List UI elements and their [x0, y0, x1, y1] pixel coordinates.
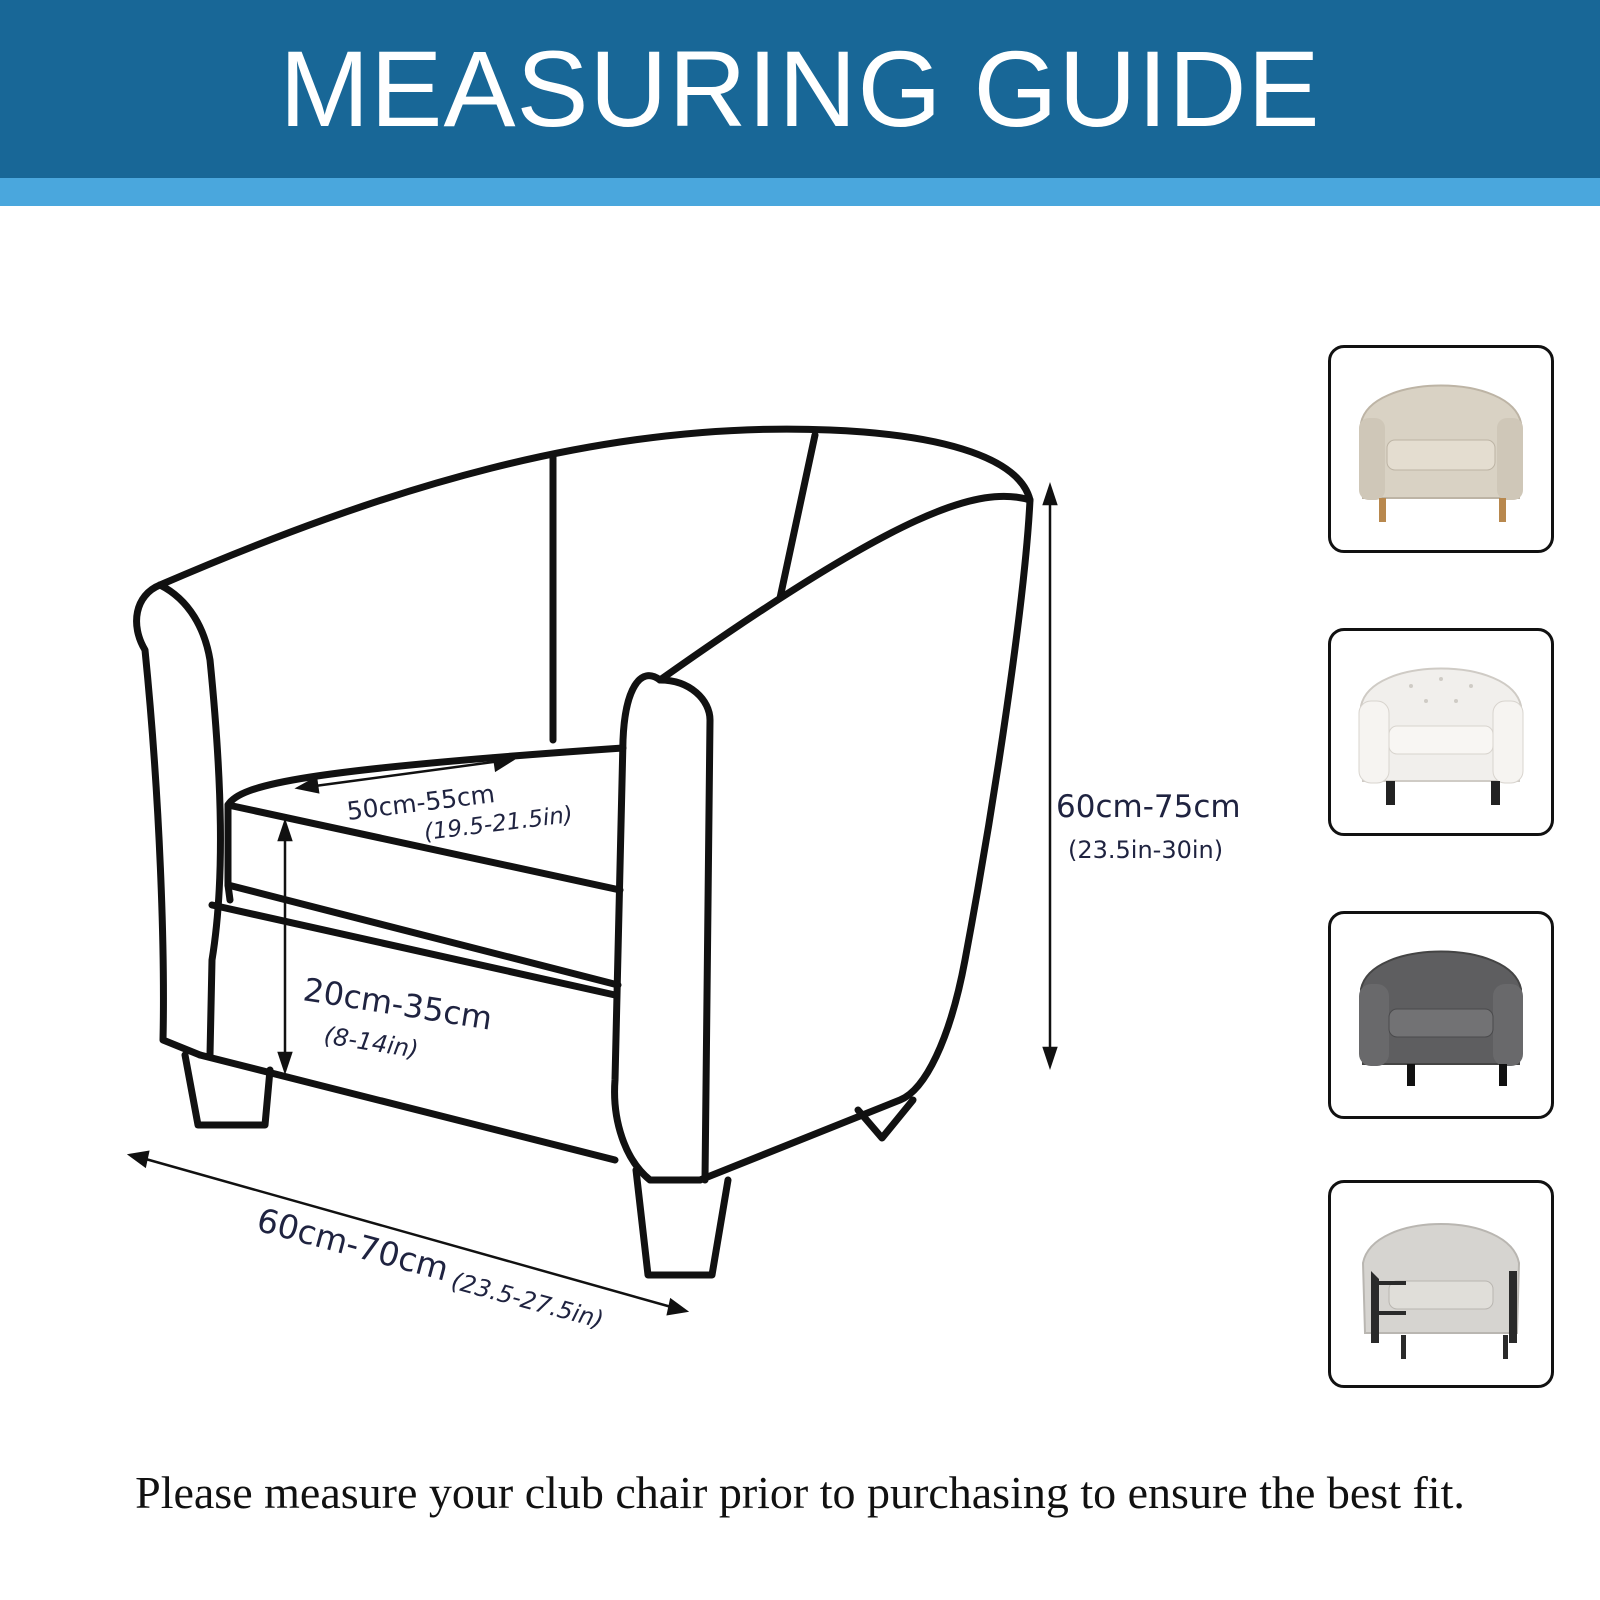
measuring-note: Please measure your club chair prior to … — [135, 1467, 1465, 1518]
page-title: MEASURING GUIDE — [279, 28, 1321, 149]
variant-thumbnail-beige[interactable] — [1328, 345, 1554, 553]
white-chair-icon — [1358, 667, 1524, 805]
total-height-cm: 60cm-75cm — [1056, 789, 1241, 825]
header-stripe — [0, 178, 1600, 206]
marble-chair-icon — [1361, 1223, 1521, 1359]
seat-height-in: (8-14in) — [322, 1021, 420, 1064]
chair-diagram: 50cm-55cm (19.5-21.5in) 20cm-35cm (8-14i… — [126, 425, 1241, 1334]
total-height-in: (23.5in-30in) — [1068, 836, 1223, 864]
total-width-cm: 60cm-70cm — [253, 1200, 453, 1289]
dimension-arrows — [126, 482, 1058, 1316]
beige-chair-icon — [1359, 384, 1523, 522]
grey-chair-icon — [1359, 950, 1523, 1086]
total-width-in: (23.5-27.5in) — [448, 1267, 606, 1334]
variant-thumbnail-grey[interactable] — [1328, 911, 1554, 1119]
chair-outline — [133, 425, 1034, 1279]
variant-thumbnail-marble[interactable] — [1328, 1180, 1554, 1388]
variant-thumbnail-white[interactable] — [1328, 628, 1554, 836]
header-banner — [0, 0, 1600, 178]
